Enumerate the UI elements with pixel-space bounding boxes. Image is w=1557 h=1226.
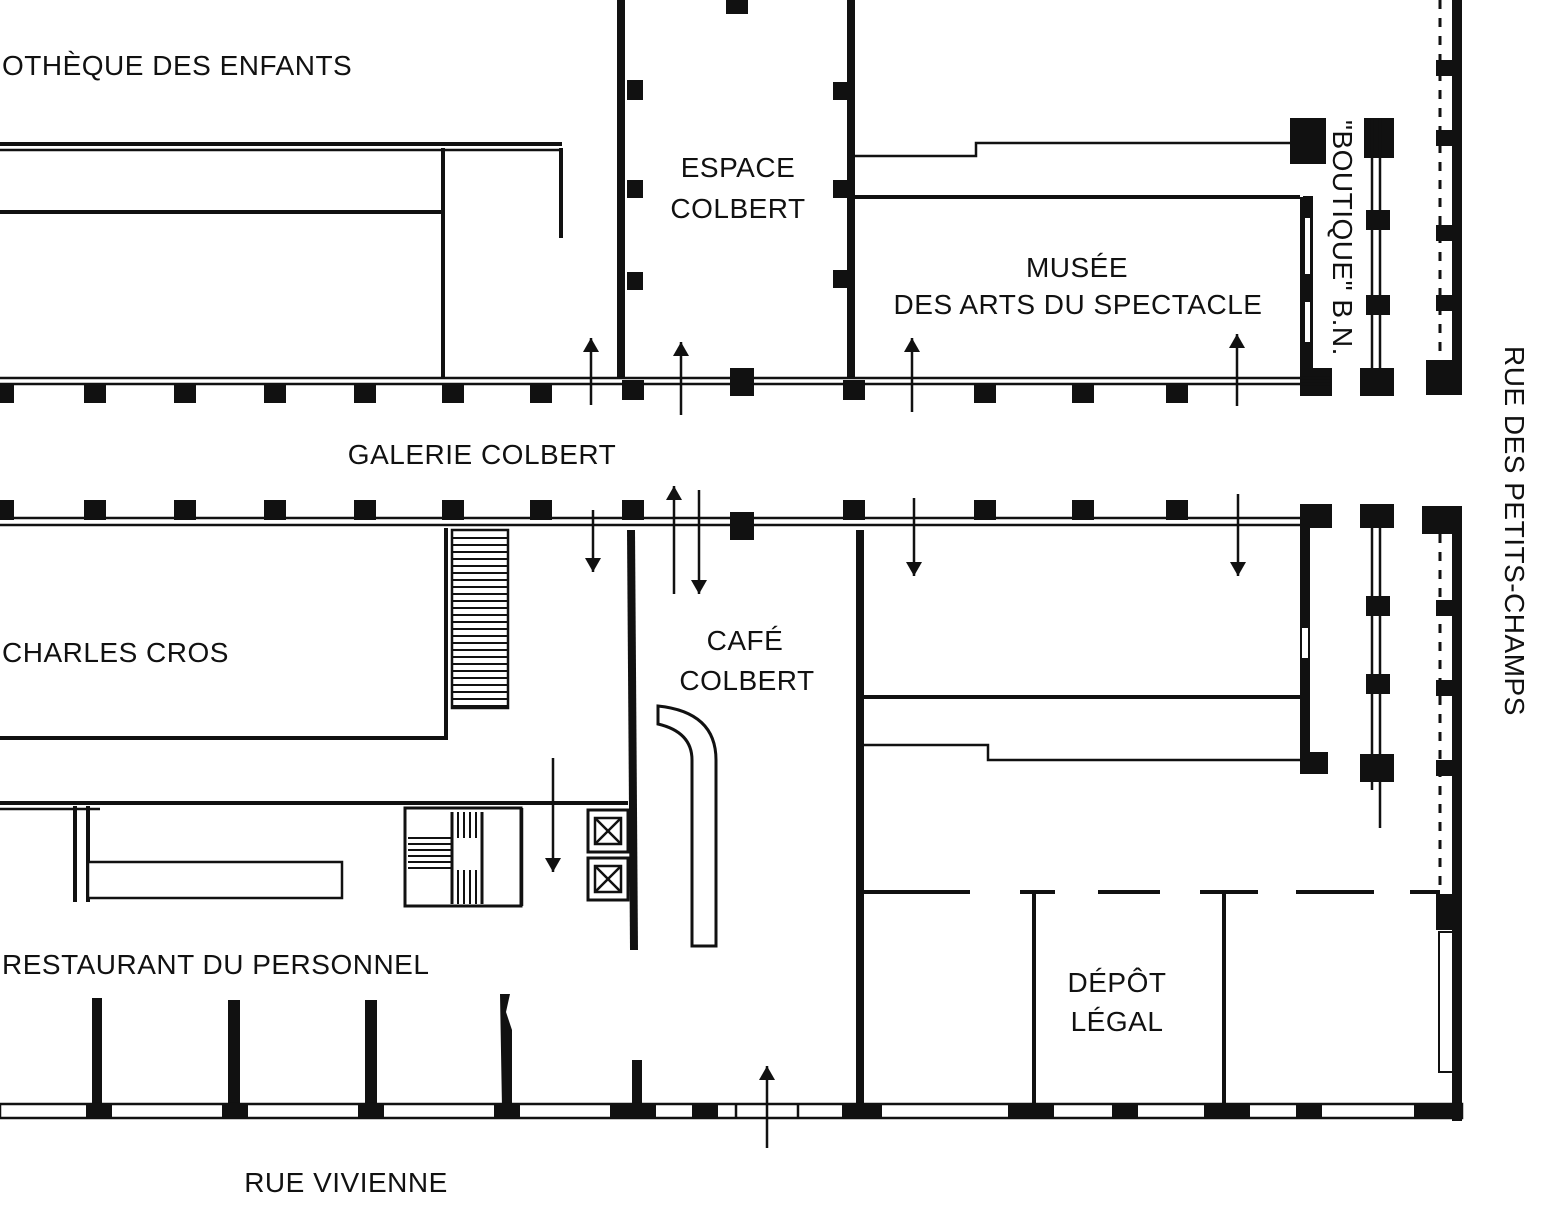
espace-colbert-walls [617,0,855,378]
bibliotheque-block [0,142,563,378]
restaurant-block [0,801,630,1108]
charles-cros-block [0,528,510,740]
label-depot-2: LÉGAL [1071,1006,1164,1037]
label-musee-2: DES ARTS DU SPECTACLE [894,289,1263,320]
stair-treads [452,537,508,707]
label-boutique: "BOUTIQUE" B.N. [1327,120,1358,356]
label-musee-1: MUSÉE [1026,252,1128,283]
label-espace-2: COLBERT [670,193,805,224]
label-depot-1: DÉPÔT [1068,967,1167,998]
galerie-north-wall [0,368,1330,403]
stair-treads-2 [408,812,484,904]
east-facade [1422,0,1462,1121]
label-rue-vivienne: RUE VIVIENNE [244,1167,448,1198]
label-bibliotheque: OTHÈQUE DES ENFANTS [2,50,352,81]
galerie-south-wall [0,500,1394,540]
label-restaurant: RESTAURANT DU PERSONNEL [2,949,429,980]
label-espace-1: ESPACE [681,152,796,183]
south-facade [0,1102,1464,1120]
label-rue-petits-champs: RUE DES PETITS-CHAMPS [1499,346,1530,716]
musee-block [855,118,1394,396]
label-galerie: GALERIE COLBERT [348,439,616,470]
east-block [862,504,1440,1108]
label-cafe-2: COLBERT [679,665,814,696]
label-cafe-1: CAFÉ [707,625,784,656]
label-charles-cros: CHARLES CROS [2,637,229,668]
labels: OTHÈQUE DES ENFANTS ESPACE COLBERT MUSÉE… [2,50,1530,1198]
circulation-arrows [545,334,1246,1148]
cafe-colbert [627,529,864,1110]
